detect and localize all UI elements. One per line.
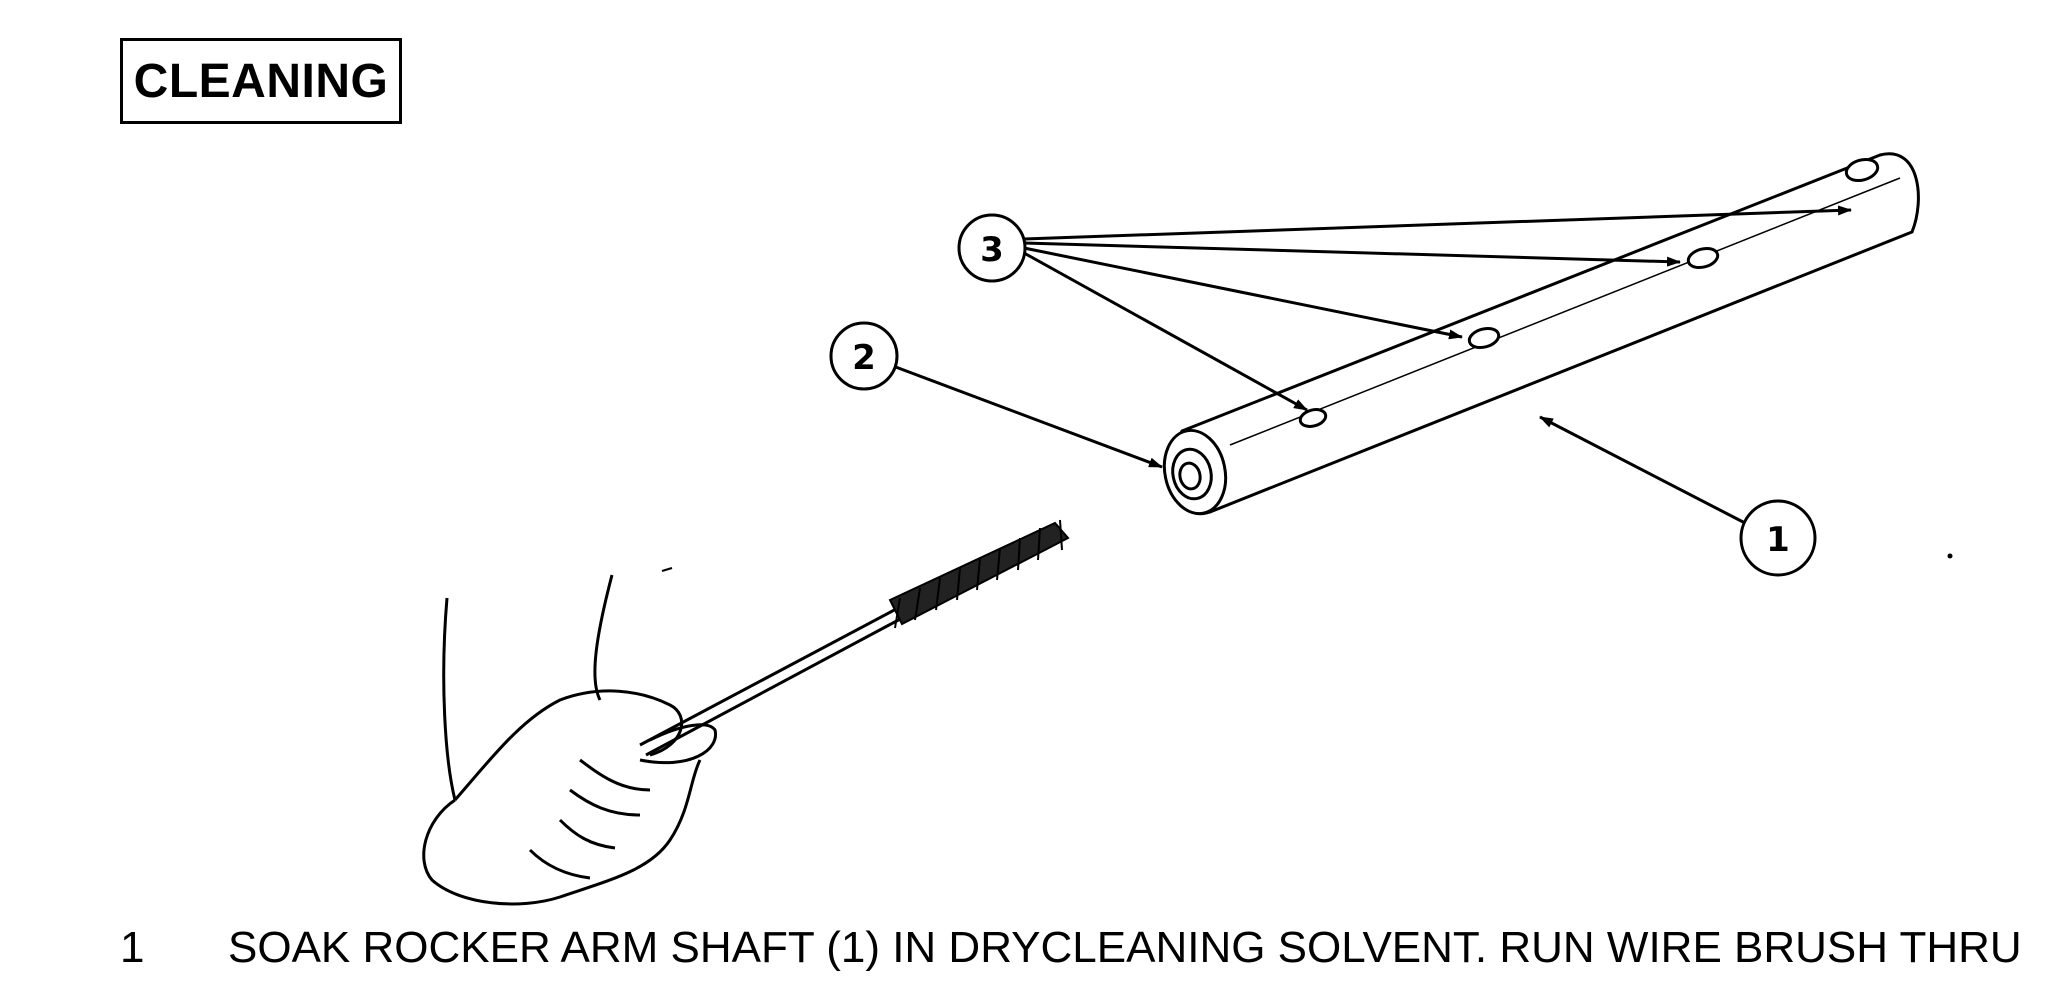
step-number: 1 <box>120 923 145 972</box>
rocker-arm-shaft <box>1162 152 1920 516</box>
svg-text:2: 2 <box>852 338 876 378</box>
leader-line-1 <box>1539 415 1746 525</box>
step-text: SOAK ROCKER ARM SHAFT (1) IN DRYCLEANING… <box>228 923 2022 972</box>
oil-holes <box>1298 157 1880 428</box>
svg-text:3: 3 <box>980 230 1004 270</box>
callout-3: 3 <box>957 213 1027 283</box>
scan-speck <box>1947 553 1953 559</box>
svg-text:1: 1 <box>1766 520 1790 560</box>
hand-icon <box>422 574 718 906</box>
leader-line-2 <box>892 364 1163 469</box>
wire-brush-icon <box>639 519 1070 757</box>
cleaning-step-1: 1 SOAK ROCKER ARM SHAFT (1) IN DRYCLEANIN… <box>120 918 2040 981</box>
callout-1: 1 <box>1739 499 1817 577</box>
callout-2: 2 <box>829 321 899 391</box>
section-title: CLEANING <box>120 38 402 124</box>
scan-speck <box>661 567 673 572</box>
leader-lines-3 <box>1023 205 1852 412</box>
